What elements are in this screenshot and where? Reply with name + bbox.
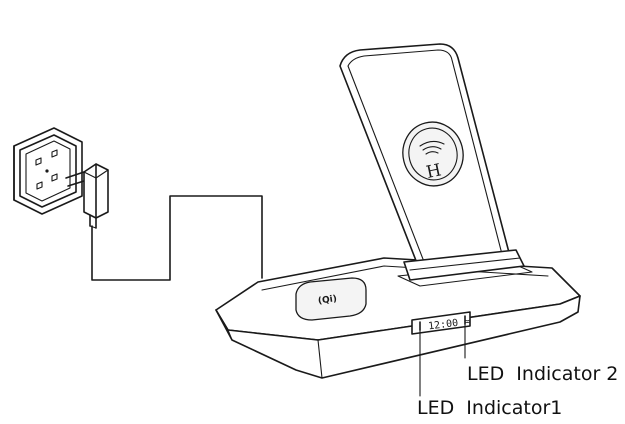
power-cable bbox=[91, 195, 263, 281]
qi-logo-icon: (Qi) bbox=[317, 294, 337, 307]
wireless-stand: H bbox=[339, 43, 525, 281]
stand-logo: H bbox=[424, 160, 443, 183]
power-adapter-icon bbox=[83, 163, 109, 229]
qi-charging-pad: (Qi) bbox=[295, 277, 367, 321]
charging-base bbox=[215, 257, 581, 379]
led-indicator-1-label: LED Indicator1 bbox=[417, 397, 563, 419]
clock-readout: 12:00 ≈ bbox=[428, 316, 471, 332]
lcd-display: 12:00 ≈ bbox=[411, 311, 471, 335]
wireless-charging-icon bbox=[419, 140, 445, 155]
plug-prongs bbox=[65, 171, 85, 187]
led-indicator-2-label: LED Indicator 2 bbox=[467, 363, 619, 385]
wall-outlet-icon bbox=[13, 127, 83, 215]
